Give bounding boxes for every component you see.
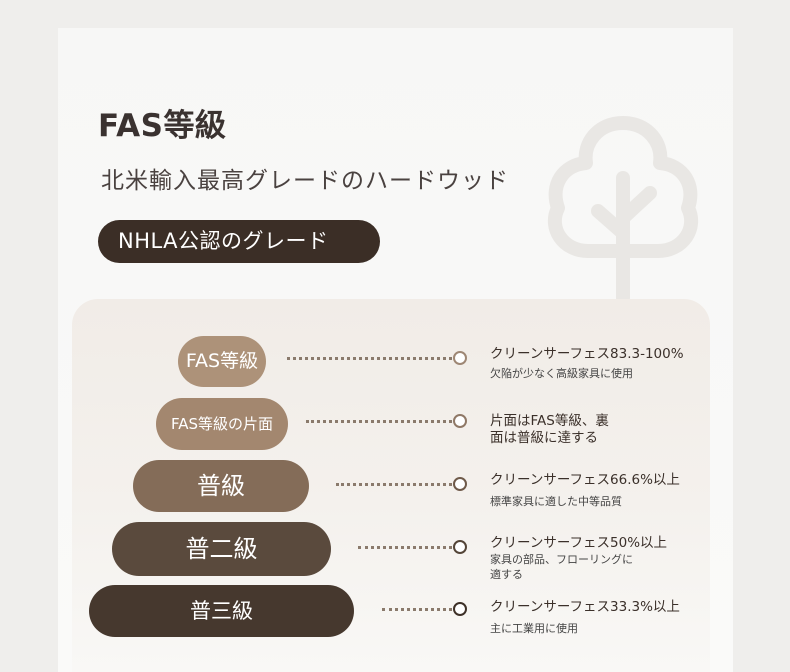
grade-label: 普三級 xyxy=(190,599,253,623)
grade-label: 普二級 xyxy=(185,535,258,563)
grade-desc-title: 片面はFAS等級、裏 xyxy=(490,413,609,429)
grade-desc-detail-line2: 適する xyxy=(490,568,523,581)
connector-ring xyxy=(453,602,467,616)
grade-label: 普級 xyxy=(197,472,245,500)
nhla-badge: NHLA公認のグレード xyxy=(98,220,380,263)
grade-desc-title: クリーンサーフェス33.3%以上 xyxy=(490,599,680,615)
connector-dots xyxy=(358,546,452,549)
connector-ring xyxy=(453,351,467,365)
grade-desc-title: クリーンサーフェス83.3-100% xyxy=(490,346,684,362)
grade-label: FAS等級の片面 xyxy=(170,415,274,433)
grade-desc-fas-one-face: 片面はFAS等級、裏 面は普級に達する xyxy=(490,413,609,447)
grade-desc-detail: 主に工業用に使用 xyxy=(490,622,578,635)
connector-ring xyxy=(453,540,467,554)
grade-desc-detail: 家具の部品、フローリングに xyxy=(490,553,633,566)
connector-dots xyxy=(382,608,452,611)
content-card: FAS等級 北米輸入最高グレードのハードウッド NHLA公認のグレード FAS等… xyxy=(58,28,733,672)
grade-desc-second: クリーンサーフェス50%以上 家具の部品、フローリングに 適する xyxy=(490,535,667,582)
connector-dots xyxy=(306,420,452,423)
grade-label: FAS等級 xyxy=(185,350,259,372)
grade-pill-third: 普三級 xyxy=(89,585,354,637)
grade-desc-title: クリーンサーフェス66.6%以上 xyxy=(490,472,680,488)
grade-desc-fas: クリーンサーフェス83.3-100% 欠陥が少なく高級家具に使用 xyxy=(490,346,684,381)
grade-desc-third: クリーンサーフェス33.3%以上 主に工業用に使用 xyxy=(490,599,680,636)
connector-ring xyxy=(453,414,467,428)
grade-desc-detail: 標準家具に適した中等品質 xyxy=(490,495,622,508)
connector-ring xyxy=(453,477,467,491)
grade-desc-detail: 欠陥が少なく高級家具に使用 xyxy=(490,367,633,380)
grade-pill-fas-one-face: FAS等級の片面 xyxy=(156,398,288,450)
page-subtitle: 北米輸入最高グレードのハードウッド xyxy=(101,168,509,194)
connector-dots xyxy=(336,483,452,486)
grade-pill-fas: FAS等級 xyxy=(178,336,266,387)
tree-icon xyxy=(547,116,699,303)
page-title: FAS等級 xyxy=(98,108,227,144)
grade-desc-title-line2: 面は普級に達する xyxy=(490,430,598,446)
connector-dots xyxy=(287,357,452,360)
grade-panel: FAS等級 クリーンサーフェス83.3-100% 欠陥が少なく高級家具に使用 F… xyxy=(72,299,710,672)
grade-desc-standard: クリーンサーフェス66.6%以上 標準家具に適した中等品質 xyxy=(490,472,680,509)
grade-pill-standard: 普級 xyxy=(133,460,309,512)
grade-desc-title: クリーンサーフェス50%以上 xyxy=(490,535,668,551)
grade-pill-second: 普二級 xyxy=(112,522,331,576)
